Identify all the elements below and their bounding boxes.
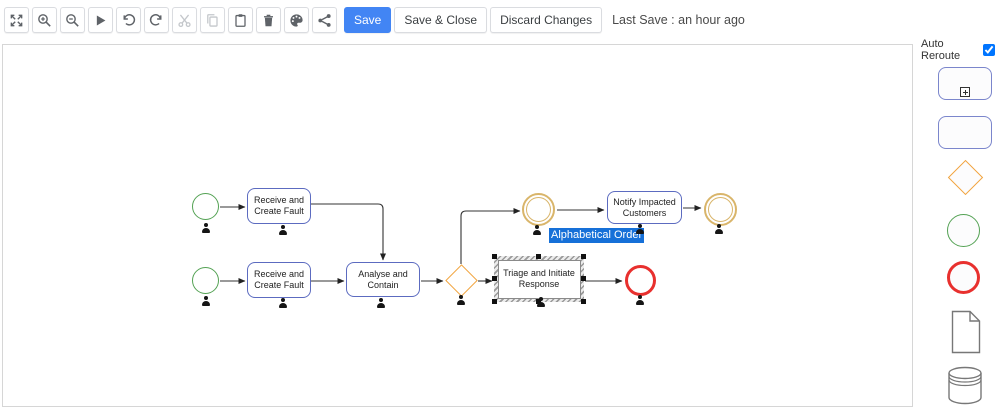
palette-gateway-shape[interactable]: [947, 159, 984, 196]
zoom-in-icon: [38, 13, 51, 27]
copy-button: [200, 7, 225, 33]
task-node[interactable]: Notify Impacted Customers: [607, 191, 682, 224]
trash-icon: [264, 14, 273, 26]
user-marker-icon: [536, 297, 546, 307]
style-palette-button[interactable]: [284, 7, 309, 33]
selection-handle[interactable]: [536, 254, 541, 259]
user-marker-icon: [714, 224, 724, 234]
start-event[interactable]: [192, 267, 219, 294]
task-node[interactable]: Analyse and Contain: [346, 262, 420, 297]
share-icon: [318, 13, 331, 27]
selection-handle[interactable]: [581, 299, 586, 304]
palette-subprocess-shape[interactable]: [938, 67, 992, 100]
zoom-out-button[interactable]: [60, 7, 85, 33]
task-node[interactable]: Receive and Create Fault: [247, 262, 311, 298]
auto-reroute-toggle: Auto Reroute: [921, 38, 995, 62]
run-button[interactable]: [88, 7, 113, 33]
user-marker-icon: [376, 298, 386, 308]
user-marker-icon: [456, 295, 466, 305]
undo-button[interactable]: [116, 7, 141, 33]
cut-button: [172, 7, 197, 33]
toolbar: Save Save & Close Discard Changes Last S…: [0, 0, 1000, 42]
copy-icon: [207, 13, 218, 27]
undo-icon: [123, 13, 136, 26]
intermediate-event[interactable]: [522, 193, 555, 226]
end-event[interactable]: [625, 265, 656, 296]
palette-end-event-shape[interactable]: [947, 261, 980, 294]
zoom-in-button[interactable]: [32, 7, 57, 33]
selection-handle[interactable]: [492, 299, 497, 304]
zoom-out-icon: [66, 13, 79, 27]
auto-reroute-checkbox[interactable]: [983, 44, 995, 56]
user-marker-icon: [278, 298, 288, 308]
user-marker-icon: [278, 225, 288, 235]
redo-icon: [149, 13, 162, 26]
start-event[interactable]: [192, 193, 219, 220]
selected-task-node[interactable]: Triage and Initiate Response: [492, 254, 586, 304]
palette-datastore-shape[interactable]: [947, 366, 983, 405]
task-label: Triage and Initiate Response: [497, 259, 581, 299]
user-marker-icon: [532, 225, 542, 235]
task-label: Notify Impacted Customers: [613, 196, 676, 218]
intermediate-event[interactable]: [704, 193, 737, 226]
user-marker-icon: [201, 223, 211, 233]
palette-start-event-shape[interactable]: [947, 214, 980, 247]
user-marker-icon: [635, 295, 645, 305]
paste-icon: [235, 13, 246, 27]
redo-button[interactable]: [144, 7, 169, 33]
discard-changes-button[interactable]: Discard Changes: [490, 7, 603, 33]
share-button[interactable]: [312, 7, 337, 33]
task-label: Analyse and Contain: [358, 268, 408, 290]
palette-task-shape[interactable]: [938, 116, 992, 149]
paste-button[interactable]: [228, 7, 253, 33]
task-node[interactable]: Receive and Create Fault: [247, 188, 311, 224]
fit-screen-icon: [10, 14, 23, 26]
cut-icon: [178, 14, 191, 27]
plus-box-icon: [960, 87, 970, 97]
last-save-status: Last Save : an hour ago: [612, 13, 745, 27]
user-marker-icon: [201, 296, 211, 306]
diagram-canvas[interactable]: [2, 44, 913, 407]
fit-screen-button[interactable]: [4, 7, 29, 33]
task-label: Receive and Create Fault: [253, 269, 305, 290]
save-button[interactable]: Save: [344, 7, 392, 33]
intermediate-event-ring: [526, 197, 551, 222]
edge-label[interactable]: Alphabetical Order: [549, 228, 645, 243]
palette-document-shape[interactable]: [951, 310, 981, 354]
save-and-close-button[interactable]: Save & Close: [394, 7, 488, 33]
user-marker-icon: [635, 224, 645, 234]
palette-icon: [290, 13, 303, 27]
selection-handle[interactable]: [581, 254, 586, 259]
selection-handle[interactable]: [492, 276, 497, 281]
task-label: Receive and Create Fault: [253, 195, 305, 216]
selection-handle[interactable]: [492, 254, 497, 259]
auto-reroute-label: Auto Reroute: [921, 38, 961, 62]
delete-button[interactable]: [256, 7, 281, 33]
intermediate-event-ring: [708, 197, 733, 222]
selection-handle[interactable]: [581, 276, 586, 281]
play-icon: [96, 14, 106, 26]
